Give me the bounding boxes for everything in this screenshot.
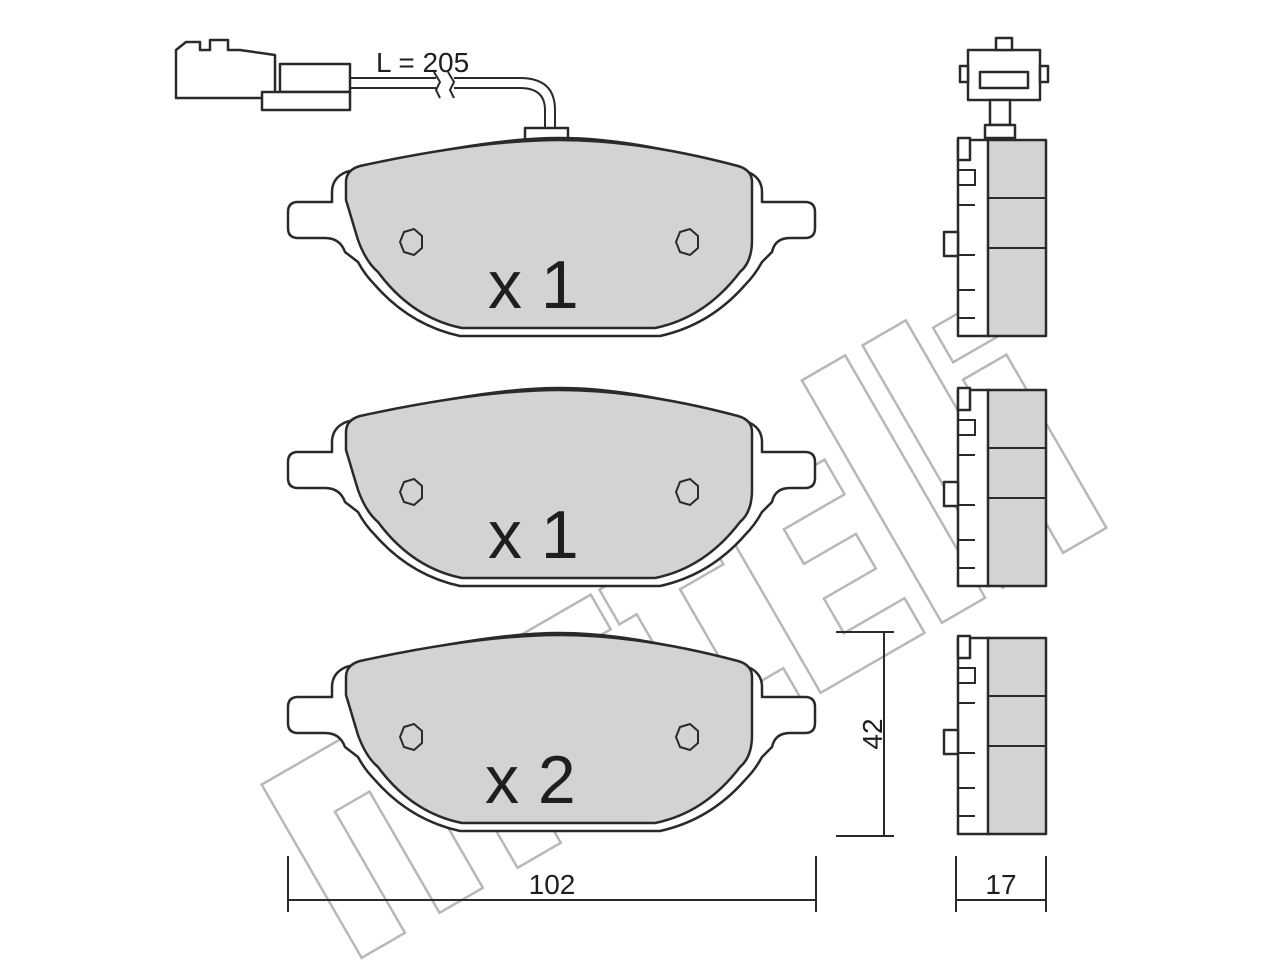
pad-front-3: x 2	[286, 631, 817, 833]
quantity-label: x 1	[488, 497, 579, 573]
quantity-label: x 2	[485, 742, 576, 818]
dimension-height: 42	[836, 631, 894, 837]
pad-side-2	[942, 386, 1048, 588]
pad-front-2: x 1	[286, 386, 817, 588]
pad-side-connector	[958, 36, 1050, 140]
pad-side-3	[942, 634, 1048, 836]
height-label: 42	[857, 718, 888, 749]
watermark-logo	[259, 300, 1109, 960]
pad-side-1	[942, 136, 1048, 338]
dimension-thickness: 17	[955, 856, 1047, 912]
pad-front-1: x 1	[286, 136, 817, 338]
wire-length-label: L = 205	[376, 47, 469, 78]
dimension-width: 102	[287, 856, 817, 912]
thickness-label: 17	[985, 869, 1016, 900]
width-label: 102	[529, 869, 576, 900]
wear-sensor-wire: L = 205	[174, 38, 570, 142]
quantity-label: x 1	[488, 247, 579, 323]
